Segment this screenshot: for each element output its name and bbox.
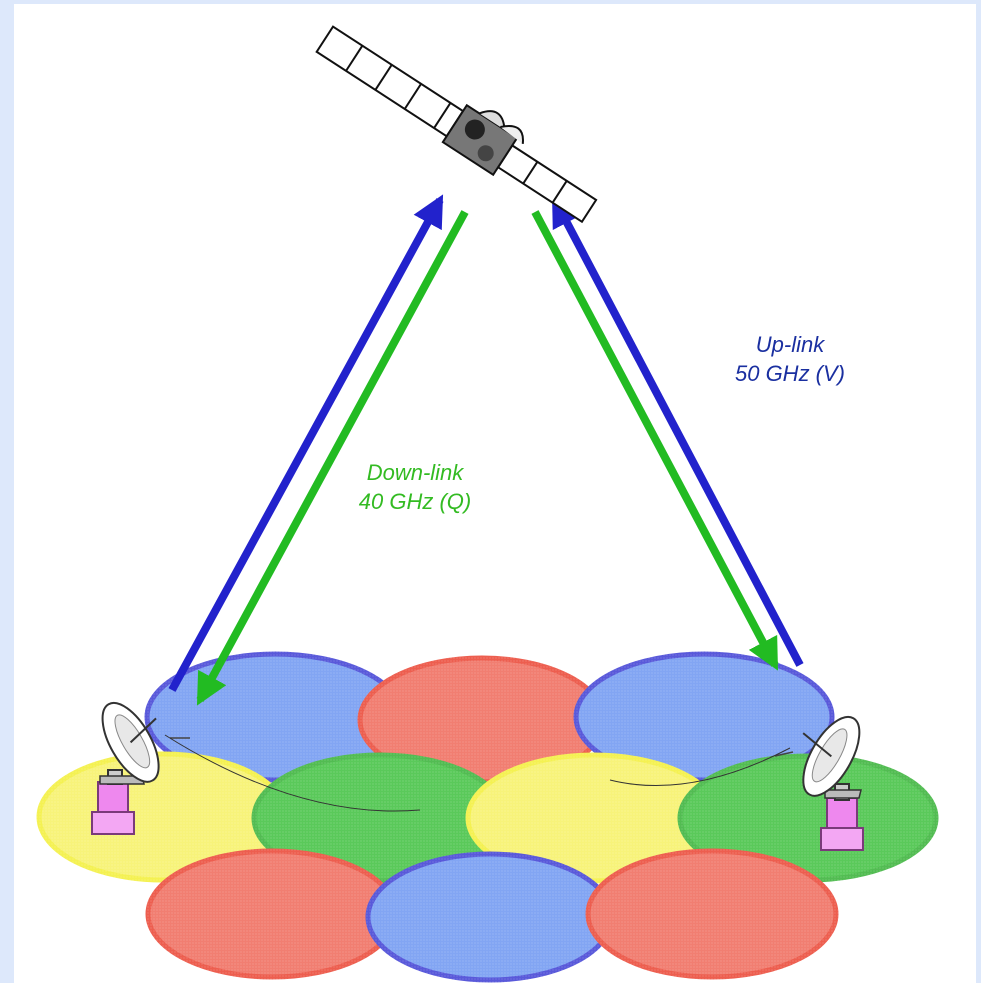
uplink-arrow-left	[168, 194, 444, 692]
satellite-icon	[315, 25, 598, 224]
downlink-arrow-left	[196, 210, 469, 706]
signal-trace-right	[609, 747, 791, 787]
frame-top	[0, 0, 981, 4]
frame-left	[0, 0, 14, 983]
uplink-label-line1: Up-link	[755, 332, 825, 357]
frame-right	[976, 0, 981, 983]
downlink-arrow-right	[531, 210, 779, 671]
uplink-arrow-right	[551, 194, 804, 667]
downlink-label-line1: Down-link	[366, 460, 464, 485]
beam-texture	[30, 650, 950, 983]
downlink-label-line2: 40 GHz (Q)	[358, 489, 472, 514]
link-arrows	[168, 194, 804, 706]
downlink-label: Down-link 40 GHz (Q)	[325, 458, 505, 516]
signal-trace-left	[164, 734, 421, 812]
uplink-label-line2: 50 GHz (V)	[734, 361, 846, 386]
dish-antenna-icon	[91, 701, 190, 835]
uplink-label: Up-link 50 GHz (V)	[700, 330, 880, 388]
dish-antenna-icon	[774, 715, 864, 851]
